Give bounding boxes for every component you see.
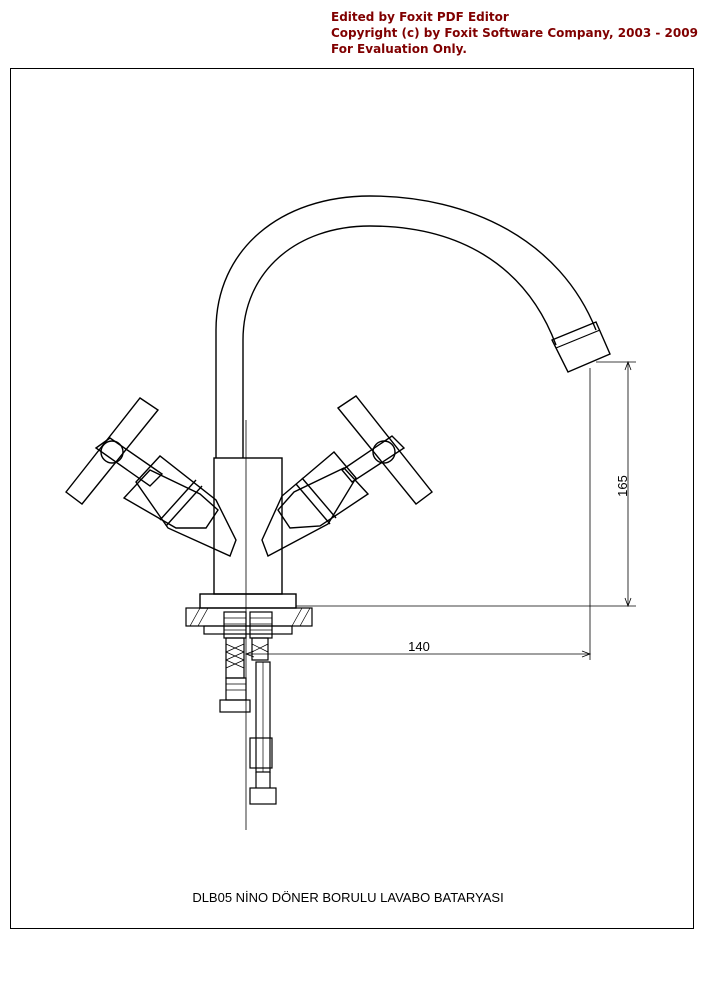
spout-aerator: [551, 321, 611, 373]
right-handle-bar: [336, 395, 433, 505]
dim-140-label: 140: [408, 639, 430, 654]
flex-hose: [225, 637, 245, 679]
watermark-line-3: For Evaluation Only.: [331, 42, 467, 56]
left-handle-bar: [65, 397, 160, 505]
hose-end: [219, 699, 251, 713]
left-valve-ring: [159, 479, 197, 521]
right-handle-knob: [372, 440, 396, 464]
faucet-body: [213, 457, 283, 595]
aerator-line: [555, 329, 601, 349]
rod-bottom-nut: [249, 787, 277, 805]
left-valve-bonnet: [122, 469, 219, 529]
hose-fitting: [225, 677, 247, 701]
drawing-title: DLB05 NİNO DÖNER BORULU LAVABO BATARYASI: [192, 890, 503, 905]
left-handle-knob: [100, 440, 124, 464]
spout-inner: [242, 225, 557, 458]
right-valve-ring: [301, 477, 337, 519]
watermark-line-2: Copyright (c) by Foxit Software Company,…: [331, 26, 698, 40]
spout-outer: [215, 195, 597, 458]
countertop-hatch: [189, 607, 311, 627]
foxit-watermark: Edited by Foxit PDF Editor Copyright (c)…: [331, 9, 698, 57]
mounting-washer: [203, 625, 293, 635]
right-valve-body: [261, 451, 357, 557]
base-flange: [199, 593, 297, 609]
drawing-frame: [10, 68, 694, 929]
watermark-line-1: Edited by Foxit PDF Editor: [331, 10, 509, 24]
rod-connector: [249, 737, 273, 769]
left-valve-body: [135, 455, 237, 557]
dim-165-label: 165: [615, 475, 630, 497]
